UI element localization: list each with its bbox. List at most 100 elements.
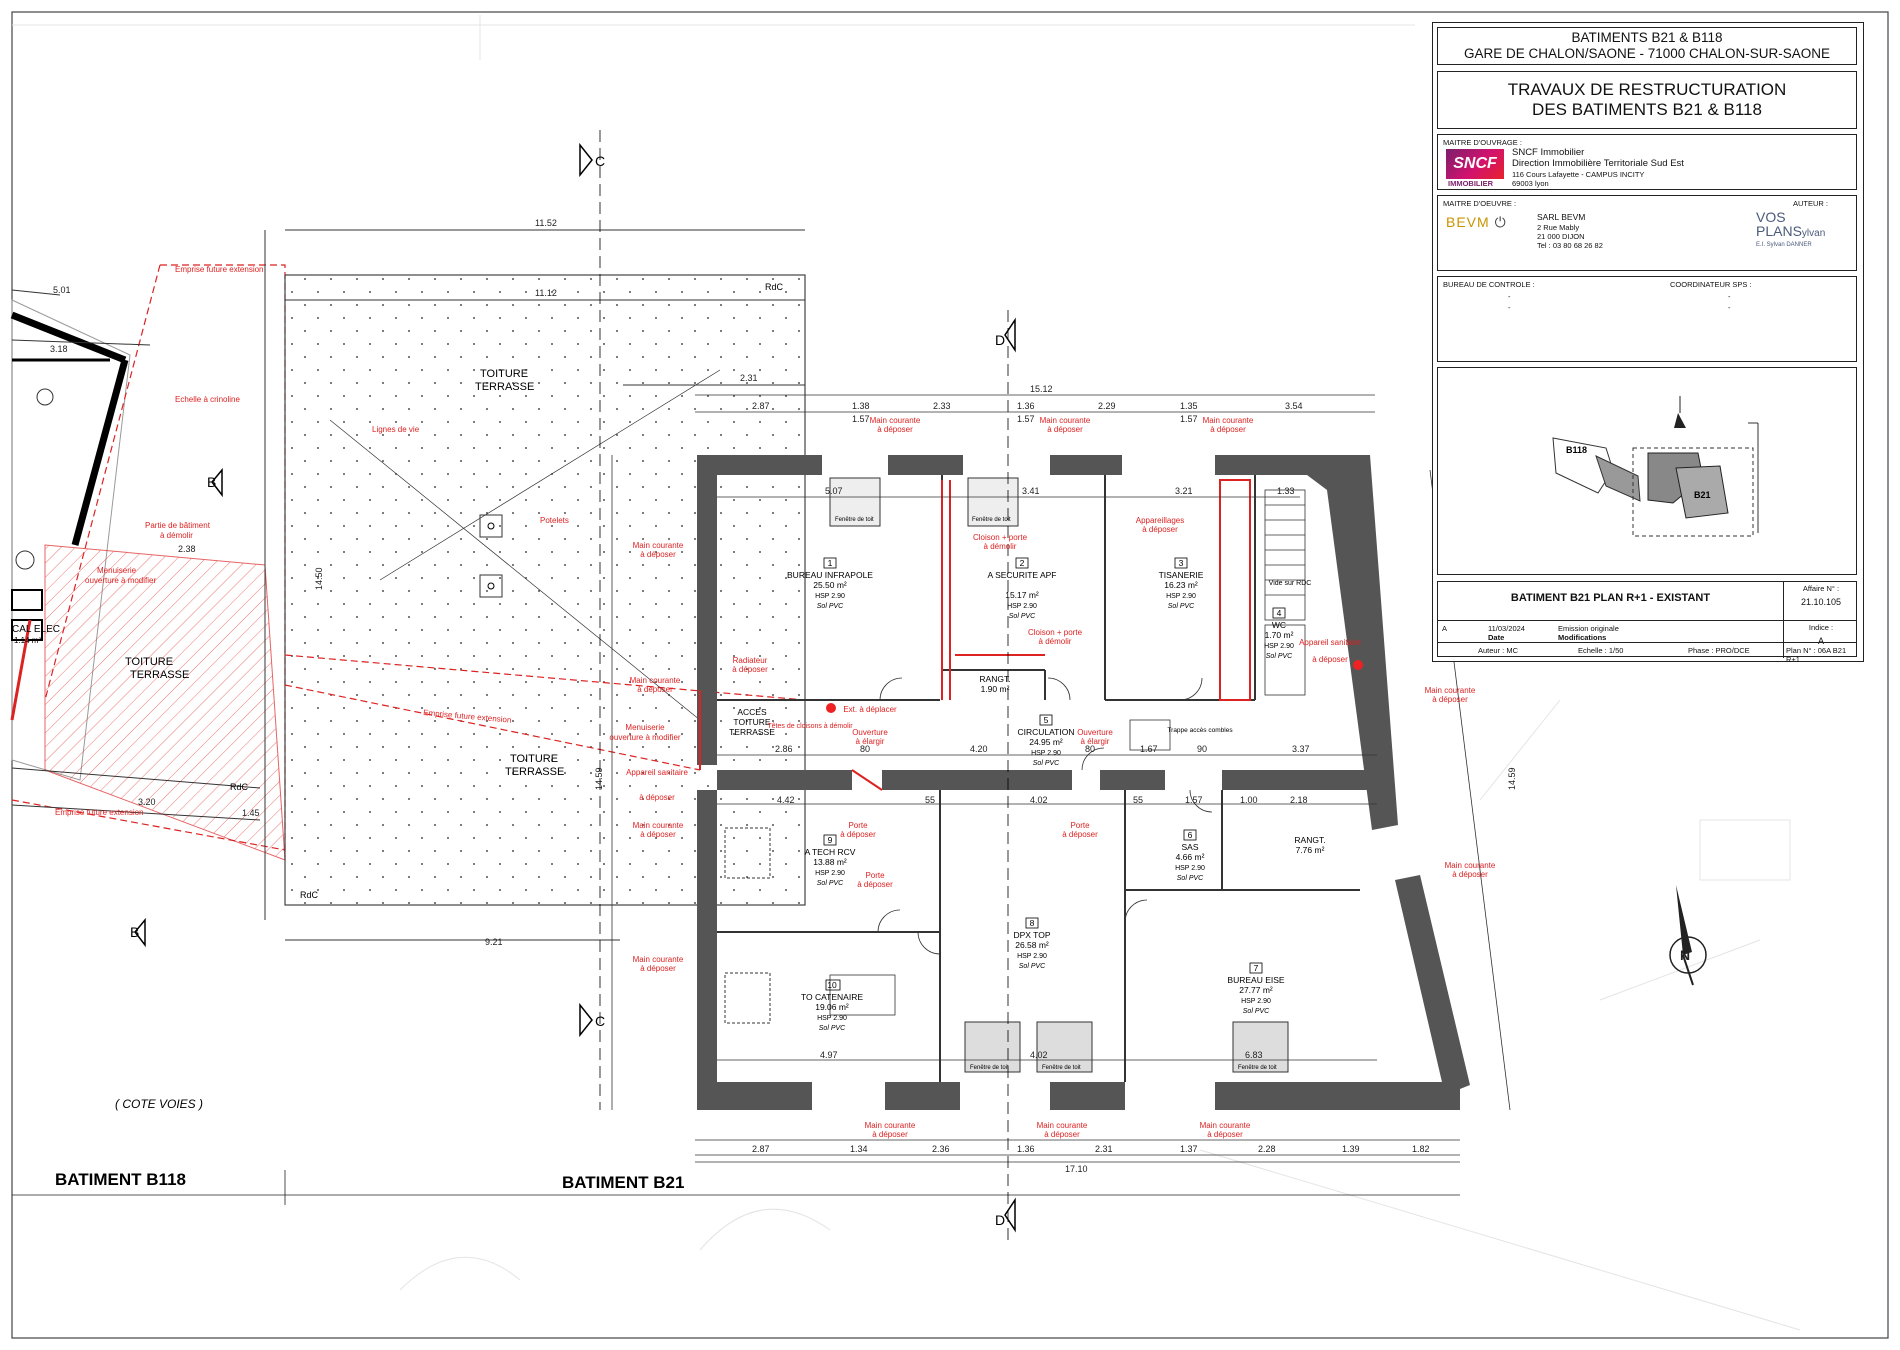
room-7-name: BUREAU EISE — [1227, 975, 1284, 985]
dim-bot-r7: 6.83 — [1245, 1050, 1263, 1060]
auteur-field: Auteur : MC — [1478, 646, 1519, 655]
acces-toiture-3: TERRASSE — [729, 727, 775, 737]
room-4-name: WC — [1272, 620, 1286, 630]
note-a-deposer-7: à déposer — [640, 964, 676, 973]
building-b21-label: BATIMENT B21 — [562, 1173, 684, 1192]
dim-circ-g: 3.37 — [1292, 744, 1310, 754]
note-main-courante-1: Main courante — [870, 416, 921, 425]
affaire-label: Affaire N° : — [1802, 584, 1840, 593]
rev-index: A — [1442, 624, 1448, 633]
acces-toiture-2: TOITURE — [733, 717, 770, 727]
sncf-logo: SNCF — [1446, 149, 1504, 179]
dim-bot-b: 1.34 — [850, 1144, 868, 1154]
roof-windows — [724, 477, 1289, 1073]
phase-field: Phase : PRO/DCE — [1688, 646, 1750, 655]
room-6-sol: Sol PVC — [1177, 875, 1204, 882]
room-2-sol: Sol PVC — [1009, 613, 1036, 620]
cote-voies-label: ( COTE VOIES ) — [115, 1097, 203, 1111]
owner-dept: Direction Immobilière Territoriale Sud E… — [1512, 158, 1684, 169]
rev-date: 11/03/2024 — [1488, 624, 1525, 633]
affaire-cell: Affaire N° : 21.10.105 — [1783, 582, 1857, 620]
note-sanitaire-1: Appareil sanitaire — [1299, 638, 1361, 647]
dim-bot-c: 2.36 — [932, 1144, 950, 1154]
title-box: TRAVAUX DE RESTRUCTURATION DES BATIMENTS… — [1437, 71, 1857, 129]
bevm-logo: BEVM ⏻ — [1446, 214, 1507, 230]
note-sanitaire-2b: à déposer — [639, 793, 675, 802]
dim-r3-w: 3.21 — [1175, 486, 1193, 496]
rev-head-date: Date — [1488, 633, 1505, 642]
terrasse-label-2b: TERRASSE — [505, 766, 564, 778]
note-porte-1b: à déposer — [840, 830, 876, 839]
owner-city: 69003 lyon — [1512, 179, 1549, 188]
room-9-num: 9 — [828, 835, 833, 845]
dim-circ-a: 2.86 — [775, 744, 793, 754]
room-3-area: 16.23 m² — [1164, 580, 1198, 590]
sheet-title: BATIMENT B21 PLAN R+1 - EXISTANT — [1510, 592, 1711, 604]
tremie-note: Trappe accès combles — [1167, 727, 1233, 734]
control-box: BUREAU DE CONTROLE : - - COORDINATEUR SP… — [1437, 276, 1857, 362]
sheet-box: BATIMENT B21 PLAN R+1 - EXISTANT Affaire… — [1437, 581, 1857, 664]
section-b-top: B — [207, 474, 216, 490]
moe-box: MAITRE D'OEUVRE : BEVM ⏻ SARL BEVM 2 Rue… — [1437, 195, 1857, 271]
section-d-bottom: D — [995, 1212, 1005, 1228]
room-5: 5 CIRCULATION 24.95 m² HSP 2.90 Sol PVC — [1018, 714, 1075, 767]
control-value-2: - — [1508, 303, 1511, 312]
terrasse-label-1: TOITURE — [480, 368, 528, 380]
doors — [877, 677, 1213, 955]
section-c-top: C — [595, 153, 605, 169]
dim-circ-c: 4.20 — [970, 744, 988, 754]
note-tetes-cloisons: Têtes de cloisons à démolir — [767, 723, 853, 730]
note-main-courante-8: Main courante — [865, 1121, 916, 1130]
moe-street: 2 Rue Mably — [1537, 223, 1580, 232]
note-porte-3: Porte — [1070, 821, 1090, 830]
key-plan-box: B118 B21 — [1437, 367, 1857, 575]
fenetre-5: Fenêtre de toit — [1238, 1065, 1277, 1071]
note-a-deposer-6: à déposer — [640, 830, 676, 839]
dim-mid-e: 1.57 — [1185, 795, 1203, 805]
room-4-num: 4 — [1277, 608, 1282, 618]
rangt-small-name: RANGT. — [979, 674, 1010, 684]
room-7-num: 7 — [1254, 963, 1259, 973]
note-cloison-2b: à démolir — [1039, 637, 1072, 646]
dim-top-sub3: 1.57 — [1180, 414, 1198, 424]
section-d-top: D — [995, 332, 1005, 348]
room-1-sol: Sol PVC — [817, 603, 844, 610]
dim-mid-d: 55 — [1133, 795, 1143, 805]
note-porte-2b: à déposer — [857, 880, 893, 889]
note-a-deposer-11: à déposer — [1432, 695, 1468, 704]
room-6-area: 4.66 m² — [1176, 852, 1205, 862]
indice-label: Indice : — [1808, 623, 1834, 632]
vide-rdc-note: Vide sur RDC — [1269, 580, 1312, 587]
note-main-courante-7: Main courante — [633, 955, 684, 964]
room-6-num: 6 — [1188, 830, 1193, 840]
room-7-hsp: HSP 2.90 — [1241, 998, 1271, 1005]
room-4-hsp: HSP 2.90 — [1264, 643, 1294, 650]
room-10-hsp: HSP 2.90 — [817, 1015, 847, 1022]
sps-value: - — [1728, 292, 1731, 301]
note-main-courante-6: Main courante — [633, 821, 684, 830]
note-porte-3b: à déposer — [1062, 830, 1098, 839]
affaire-value: 21.10.105 — [1800, 597, 1842, 607]
menuiserie-note2: ouverture à modifier — [85, 576, 156, 585]
section-markers — [134, 130, 1016, 1245]
project-line1: BATIMENTS B21 & B118 — [1571, 30, 1723, 45]
dim-bot-r8: 4.02 — [1030, 1050, 1048, 1060]
indice-cell: Indice : A — [1783, 620, 1857, 658]
note-porte-1: Porte — [848, 821, 868, 830]
room-6: 6 SAS 4.66 m² HSP 2.90 Sol PVC — [1175, 829, 1205, 882]
local-elec-area: 1.14 m² — [14, 636, 41, 645]
dim-top-total: 15.12 — [1030, 384, 1053, 394]
note-sanitaire-1b: à déposer — [1312, 655, 1348, 664]
dim-terrace-w2: 11.12 — [535, 288, 557, 298]
dim-top-g: 3.54 — [1285, 401, 1303, 411]
demolition-lines — [699, 479, 1251, 791]
room-4-sol: Sol PVC — [1266, 653, 1293, 660]
rev-text: Emission originale — [1558, 624, 1619, 633]
note-a-deposer-3: à déposer — [1210, 425, 1246, 434]
lignes-vie-note: Lignes de vie — [372, 425, 420, 434]
room-9-area: 13.88 m² — [813, 857, 847, 867]
key-label-b21: B21 — [1694, 490, 1711, 500]
building-b118-label: BATIMENT B118 — [55, 1170, 186, 1189]
dim-mid-c: 4.02 — [1030, 795, 1048, 805]
room-7: 7 BUREAU EISE 27.77 m² HSP 2.90 Sol PVC — [1227, 962, 1285, 1015]
